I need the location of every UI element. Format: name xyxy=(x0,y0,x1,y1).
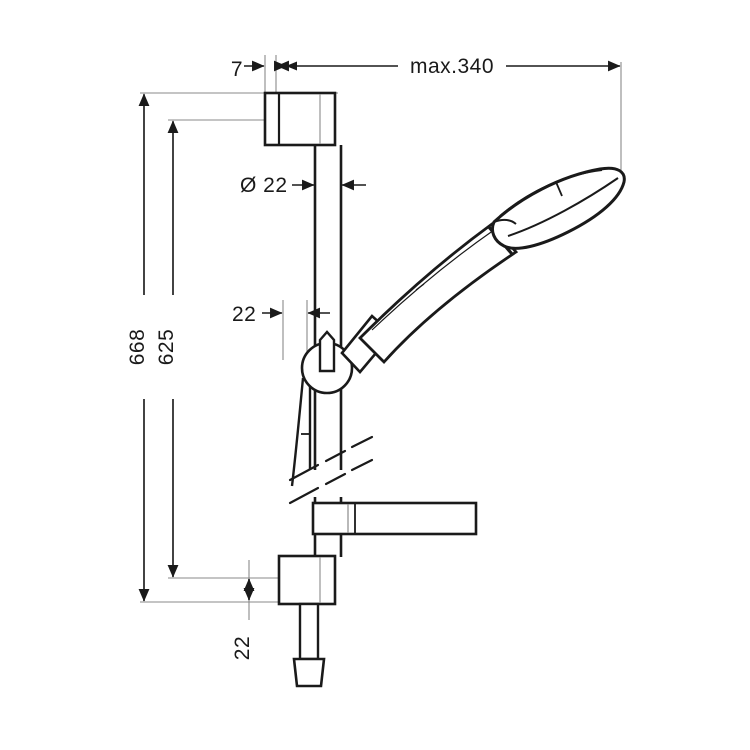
break-lines xyxy=(288,435,374,505)
handle-detail-dash xyxy=(415,283,425,291)
dimension-labels-group: 7 max.340 Ø 22 22 668 625 22 xyxy=(126,55,494,660)
bottom-wall-bracket xyxy=(277,554,337,606)
hose-end-fitting xyxy=(292,657,326,688)
label-knockout-625 xyxy=(163,295,185,399)
handle-highlight xyxy=(371,229,495,331)
shower-arm xyxy=(311,501,478,536)
head-contour-upper xyxy=(499,169,603,217)
dim-label-offset-top: 7 xyxy=(231,58,243,81)
dim-label-bar-diameter: Ø 22 xyxy=(240,174,288,197)
dim-label-reach-max: max.340 xyxy=(410,55,494,78)
head-seam xyxy=(555,181,563,197)
label-knockout-668 xyxy=(134,295,156,399)
shower-hose xyxy=(290,377,312,487)
head-contour-mid xyxy=(507,177,619,237)
dim-arrowhead-reach-left xyxy=(286,61,297,71)
dim-label-holder-offset: 22 xyxy=(232,303,256,326)
dim-label-overall-height: 668 xyxy=(126,329,149,366)
dim-label-bracket-spacing: 625 xyxy=(155,329,178,366)
holder-lever xyxy=(318,330,336,373)
hand-shower xyxy=(358,166,626,365)
head-neck-joint xyxy=(493,218,517,225)
shower-handle xyxy=(358,222,519,365)
top-wall-bracket xyxy=(263,91,337,147)
hose-outlet xyxy=(292,602,326,688)
dim-label-bottom-offset: 22 xyxy=(231,636,254,660)
